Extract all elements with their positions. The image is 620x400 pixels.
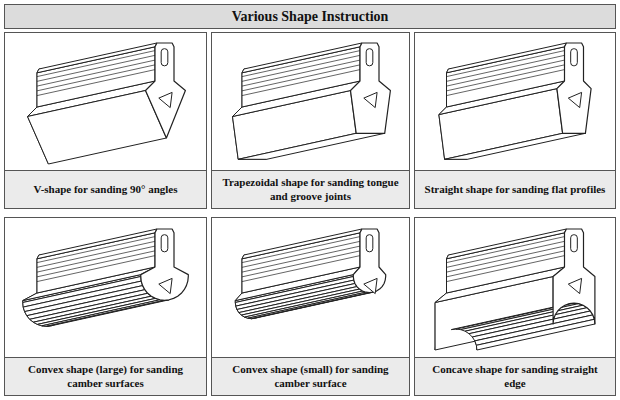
- profile-illustration: [5, 218, 206, 357]
- profile-illustration: [415, 218, 615, 357]
- caption-text: Convex shape (large) for sanding camber …: [11, 363, 200, 391]
- caption-box: Convex shape (large) for sanding camber …: [5, 357, 206, 395]
- profile-illustration: [212, 33, 409, 170]
- shape-panel: Concave shape for sanding straight edge: [414, 217, 616, 396]
- sanding-profile-drawing: [439, 43, 591, 159]
- sanding-profile-drawing: [235, 229, 385, 319]
- caption-text: V-shape for sanding 90° angles: [34, 183, 178, 197]
- caption-text: Convex shape (small) for sanding camber …: [218, 363, 403, 391]
- caption-text: Trapezoidal shape for sanding tongue and…: [218, 176, 403, 204]
- title-band: Various Shape Instruction: [4, 4, 616, 29]
- caption-text: Concave shape for sanding straight edge: [421, 363, 609, 391]
- shape-panel: V-shape for sanding 90° angles: [4, 32, 207, 209]
- profile-illustration: [415, 33, 615, 170]
- shape-panel: Convex shape (small) for sanding camber …: [211, 217, 410, 396]
- sanding-profile-drawing: [23, 229, 189, 326]
- shape-panel: Convex shape (large) for sanding camber …: [4, 217, 207, 396]
- caption-box: Convex shape (small) for sanding camber …: [212, 357, 409, 395]
- sanding-profile-drawing: [435, 229, 595, 350]
- caption-box: Trapezoidal shape for sanding tongue and…: [212, 170, 409, 208]
- sanding-profile-drawing: [233, 43, 391, 159]
- caption-box: V-shape for sanding 90° angles: [5, 170, 206, 208]
- profile-illustration: [5, 33, 206, 170]
- shape-panel: Straight shape for sanding flat profiles: [414, 32, 616, 209]
- profile-illustration: [212, 218, 409, 357]
- caption-box: Straight shape for sanding flat profiles: [415, 170, 615, 208]
- caption-box: Concave shape for sanding straight edge: [415, 357, 615, 395]
- shape-panel: Trapezoidal shape for sanding tongue and…: [211, 32, 410, 209]
- title: Various Shape Instruction: [232, 9, 389, 25]
- caption-text: Straight shape for sanding flat profiles: [425, 183, 606, 197]
- sanding-profile-drawing: [28, 43, 186, 164]
